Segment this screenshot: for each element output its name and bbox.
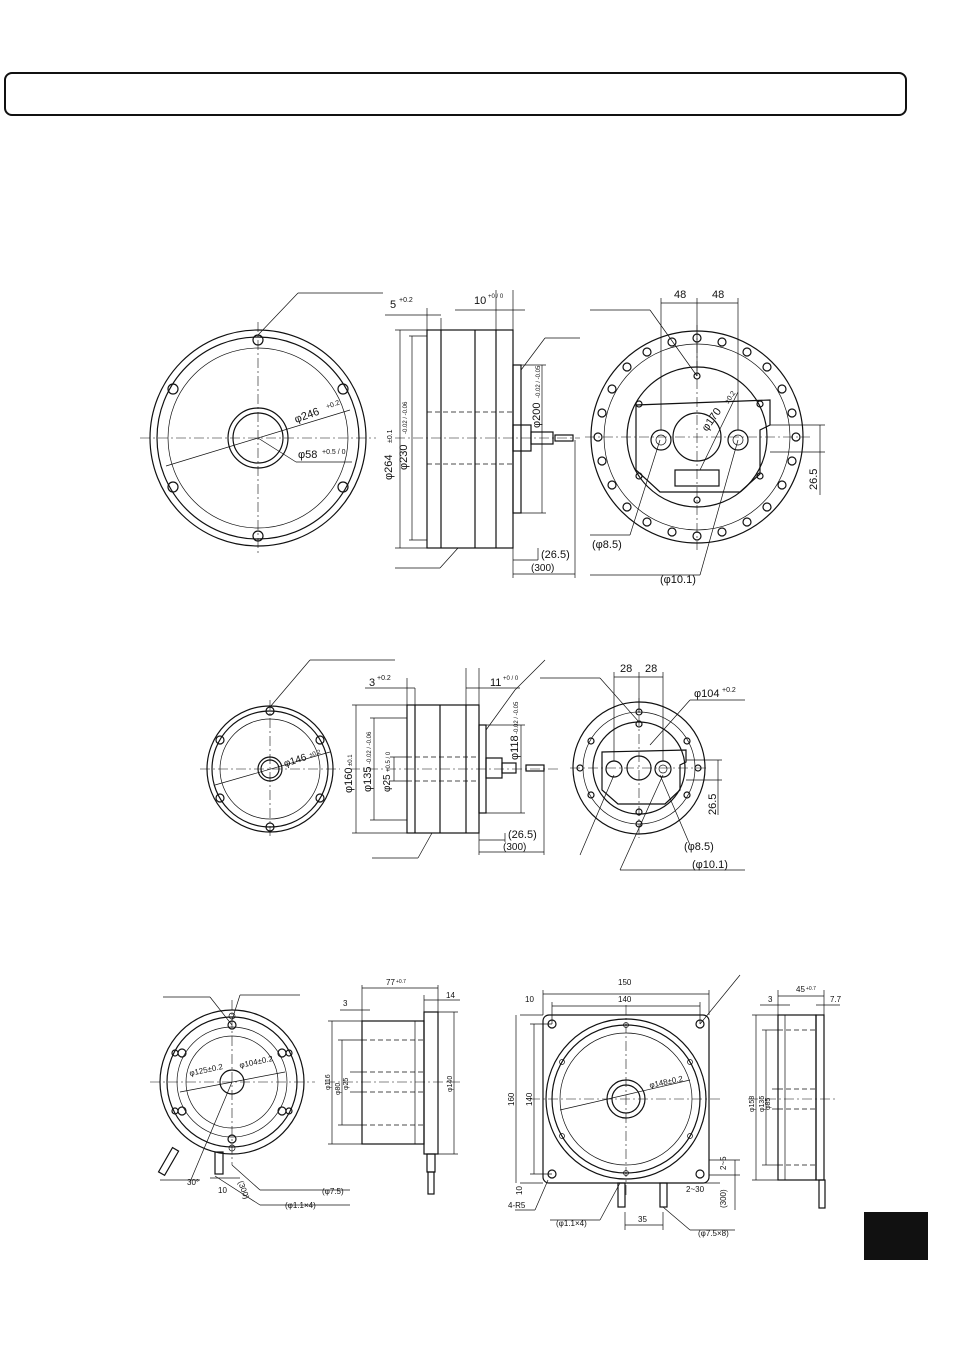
d3-side-flange: 14: [446, 991, 455, 1000]
d4-front-h-inner: 140: [525, 1092, 534, 1106]
d2-side-hub-tol: -0.02 / -0.05: [514, 701, 520, 734]
d4-front-pcd: φ148±0.2: [649, 1074, 685, 1090]
d2-rear-pcd-tol: +0.2: [722, 687, 736, 694]
d2-rear-v: 26.5: [707, 794, 719, 815]
d3-side-pcd: φ140: [447, 1076, 454, 1092]
d2-rear-pcd: φ104: [694, 688, 720, 700]
d2-side-od: φ160: [343, 768, 355, 794]
drawing-1-rear-view: 48 48 φ170 ±0.2 26.5 (φ8.5) (φ10.1): [585, 289, 825, 586]
d2-rear-cable2: (φ10.1): [692, 859, 728, 871]
d3-side-w-tol: +0.7: [396, 979, 406, 985]
drawing-4: 150 140 160 140 10 10 φ148±0.2 4-R5 35 2…: [507, 974, 842, 1238]
d1-rear-cable1: (φ8.5): [592, 539, 622, 551]
d4-front-w-outer: 150: [618, 978, 632, 987]
d1-side-hub-tol: -0.02 / -0.05: [536, 365, 542, 398]
drawing-2-front-view: φ146 ±0.2: [200, 659, 395, 838]
d4-side-gap: 3: [768, 995, 773, 1004]
d4-side-flange: 7.7: [830, 995, 842, 1004]
d3-side-bore1: φ80: [335, 1083, 342, 1095]
d1-rear-h2: 48: [712, 289, 724, 301]
d1-side-od: φ264: [383, 455, 395, 481]
d3-side-bore2: φ25: [343, 1078, 350, 1090]
d1-side-hub: φ200: [531, 403, 543, 429]
drawing-3-side-view: 77 +0.7 3 14 φ116 φ80 φ25 φ140: [325, 978, 460, 1195]
d1-rear-cable2: (φ10.1): [660, 574, 696, 586]
drawing-1: φ246 +0.2 φ58 +0.5 / 0: [140, 289, 825, 586]
d3-front-lead: (300): [236, 1180, 251, 1201]
drawing-3-front-view: φ125±0.2 φ104±0.2 30° (300) 10 (φ7.5) (φ…: [150, 994, 350, 1210]
d3-side-w: 77: [386, 978, 395, 987]
d1-side-od-tol: ±0.1: [387, 429, 394, 443]
section-title-bar: [4, 72, 907, 116]
drawing-3: φ125±0.2 φ104±0.2 30° (300) 10 (φ7.5) (φ…: [150, 978, 460, 1210]
d1-side-gap: 5: [390, 299, 396, 311]
d3-front-offset: 10: [218, 1186, 227, 1195]
d4-front-cable1: (φ1.1×4): [556, 1219, 587, 1228]
d2-rear-cable1: (φ8.5): [684, 841, 714, 853]
d2-side-width-tol: +0 / 0: [503, 676, 519, 682]
d2-side-width: 11: [490, 677, 501, 689]
d2-front-pcd: φ146: [283, 752, 309, 770]
d4-front-offset1: 10: [525, 995, 534, 1004]
d3-front-cable1: (φ7.5): [322, 1187, 344, 1196]
drawing-1-front-view: φ246 +0.2 φ58 +0.5 / 0: [140, 292, 383, 556]
d1-side-width-tol: +0 / 0: [488, 294, 504, 300]
d2-rear-h1: 28: [620, 663, 632, 675]
d1-side-pilot: φ230: [398, 445, 410, 471]
d2-side-pilot: φ135: [362, 767, 374, 793]
d4-front-cable2: (φ7.5×8): [698, 1229, 729, 1238]
d1-side-lead2: (300): [531, 563, 554, 574]
d2-rear-h2: 28: [645, 663, 657, 675]
d3-front-cable2: (φ1.1×4): [285, 1201, 316, 1210]
d1-front-bore-tol: +0.5 / 0: [322, 449, 346, 456]
drawing-2-rear-view: 28 28 φ104 +0.2 26.5 (φ8.5) (φ10.1): [540, 663, 745, 871]
d1-side-lead1: (26.5): [541, 549, 570, 561]
d2-side-gap: 3: [369, 677, 375, 689]
d1-rear-h1: 48: [674, 289, 686, 301]
d3-side-od: φ116: [325, 1074, 332, 1090]
drawing-1-side-view: 5 +0.2 10 +0 / 0 φ264 ±0.1 φ230 -0.02 / …: [383, 290, 580, 578]
d3-front-pcd2: φ104±0.2: [239, 1054, 275, 1070]
d2-side-hub: φ118: [509, 735, 521, 760]
d4-front-range1: 2~5: [719, 1156, 728, 1170]
d4-front-pitch: 35: [638, 1215, 647, 1224]
d2-side-bore-tol: +0.5 / 0: [386, 751, 392, 772]
d2-side-od-tol: ±0.1: [348, 754, 354, 766]
d1-front-bore: φ58: [298, 449, 317, 461]
d4-front-range2: 2~30: [686, 1185, 705, 1194]
d3-front-angle: 30°: [187, 1178, 199, 1187]
drawing-2: φ146 ±0.2: [200, 659, 745, 871]
page-index-tab: [864, 1212, 928, 1260]
d3-front-pcd1: φ125±0.2: [189, 1062, 225, 1078]
d2-side-gap-tol: +0.2: [377, 675, 391, 682]
d4-front-offset2: 10: [515, 1186, 524, 1195]
drawing-2-side-view: 3 +0.2 11 +0 / 0 φ160 ±0.1 φ135 -0.02 / …: [343, 659, 560, 859]
d1-side-pilot-tol: -0.02 / -0.06: [403, 401, 409, 434]
d4-side-od: φ158: [749, 1096, 756, 1112]
d2-side-lead2: (300): [503, 842, 526, 853]
d4-side-w: 45: [796, 985, 805, 994]
d3-side-gap: 3: [343, 999, 348, 1008]
d4-front-h-outer: 160: [507, 1092, 516, 1106]
d2-side-lead1: (26.5): [508, 829, 537, 841]
drawing-4-front-view: 150 140 160 140 10 10 φ148±0.2 4-R5 35 2…: [507, 974, 741, 1238]
drawing-4-side-view: 45 +0.7 3 7.7 φ158 φ135 φ85: [748, 985, 842, 1209]
d2-side-bore: φ25: [382, 774, 393, 792]
d4-front-corner: 4-R5: [508, 1201, 526, 1210]
d1-rear-v: 26.5: [808, 469, 820, 490]
d4-side-pilot: φ135: [759, 1096, 766, 1112]
d4-front-w-inner: 140: [618, 995, 632, 1004]
d4-side-w-tol: +0.7: [806, 986, 816, 992]
d4-side-bore: φ85: [765, 1098, 772, 1110]
d2-front-pcd-tol: ±0.2: [309, 749, 323, 759]
d1-side-gap-tol: +0.2: [399, 297, 413, 304]
d1-front-pcd-tol: +0.2: [325, 400, 340, 411]
d2-side-pilot-tol: -0.02 / -0.06: [367, 731, 373, 764]
d4-front-lead: (300): [719, 1189, 728, 1208]
d1-side-width: 10: [474, 295, 486, 307]
